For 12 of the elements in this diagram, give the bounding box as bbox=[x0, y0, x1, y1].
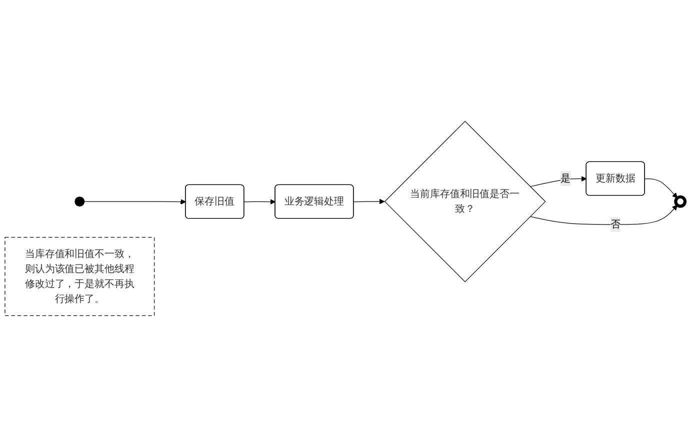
node-box: 当库存值和旧值不一致，则认为该值已被其他线程修改过了，于是就不再执行操作了。 bbox=[4, 237, 155, 316]
arrow bbox=[644, 178, 678, 198]
edge-label: 是 bbox=[560, 172, 571, 184]
node-circle bbox=[674, 195, 687, 208]
node-diamond: 当前库存值和旧值是否一致？ bbox=[384, 120, 546, 282]
arrow bbox=[84, 199, 186, 204]
arrow bbox=[530, 204, 678, 225]
edge-label: 否 bbox=[610, 218, 620, 230]
arrow bbox=[530, 176, 587, 187]
node-circle bbox=[74, 196, 85, 207]
arrow bbox=[244, 199, 276, 204]
arrow bbox=[353, 198, 385, 204]
